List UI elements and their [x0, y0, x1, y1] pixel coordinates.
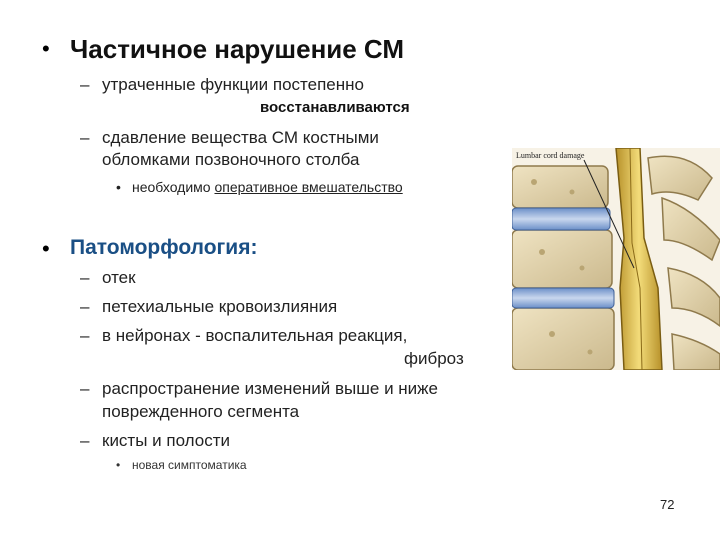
section2-item5: кисты и полости — [102, 431, 231, 450]
section2-item1: отек — [102, 268, 136, 287]
section1-item1-line2: восстанавливаются — [260, 99, 410, 116]
bullet-dot: • — [42, 236, 50, 261]
section1-item2-line2: обломками позвоночного столба — [102, 150, 360, 169]
dash: – — [80, 379, 90, 398]
section1-item1-line1: утраченные функции постепенно — [102, 75, 364, 94]
dash: – — [80, 297, 90, 316]
section2-item3-line1: в нейронах - воспалительная реакция, — [102, 326, 408, 345]
dash: – — [80, 268, 90, 287]
spine-drawing: Lumbar cord damage — [512, 148, 720, 370]
dash: – — [80, 326, 90, 345]
image-caption: Lumbar cord damage — [516, 151, 585, 160]
section2-subitem: новая симптоматика — [132, 458, 247, 472]
spine-illustration: Lumbar cord damage — [512, 148, 720, 370]
section1-subitem-prefix: необходимо — [132, 179, 211, 195]
dash: – — [80, 75, 90, 94]
section1-subitem: необходимо оперативное вмешательство — [132, 179, 403, 195]
section2-title: Патоморфология: — [70, 236, 258, 259]
section1-item2-line1: сдавление вещества СМ костными — [102, 128, 379, 147]
sub-bullet-dot: • — [116, 179, 121, 195]
bullet-dot: • — [42, 36, 50, 61]
page-number: 72 — [660, 497, 675, 512]
dash: – — [80, 128, 90, 147]
operative-intervention-link[interactable]: оперативное вмешательство — [214, 179, 403, 195]
section2-item3-line2: фиброз — [404, 349, 464, 368]
dash: – — [80, 431, 90, 450]
section1-title: Частичное нарушение СМ — [70, 34, 405, 64]
sub-bullet-dot: • — [116, 458, 121, 472]
section2-item4-line1: распространение изменений выше и ниже — [102, 379, 438, 398]
section2-item2: петехиальные кровоизлияния — [102, 297, 338, 316]
section2-item4-line2: поврежденного сегмента — [102, 402, 300, 421]
